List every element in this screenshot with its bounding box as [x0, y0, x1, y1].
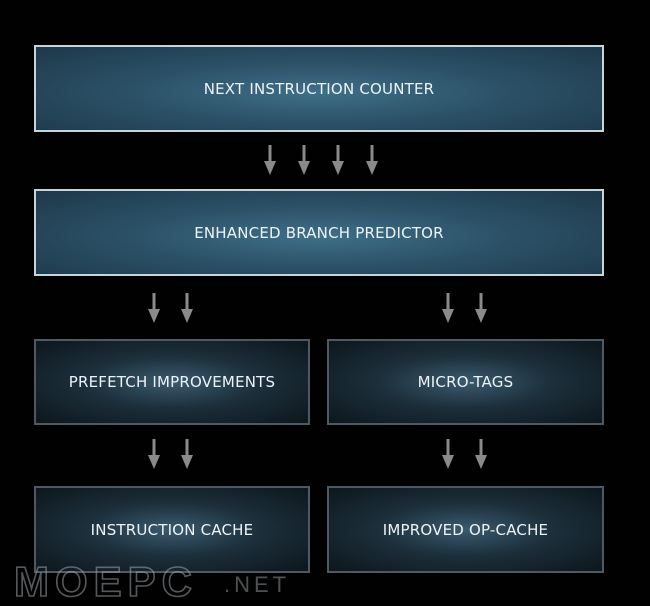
down-arrow-icon: [442, 439, 454, 469]
micro-tags-box: MICRO-TAGS: [327, 339, 604, 425]
down-arrow-icon: [181, 439, 193, 469]
down-arrow-icon: [442, 293, 454, 323]
svg-text:MOEPC: MOEPC: [14, 558, 198, 604]
improved-op-cache-label: IMPROVED OP-CACHE: [382, 520, 549, 539]
svg-text:.NET: .NET: [224, 572, 290, 597]
down-arrow-icon: [332, 145, 344, 175]
down-arrow-icon: [148, 439, 160, 469]
prefetch-improvements-box: PREFETCH IMPROVEMENTS: [34, 339, 310, 425]
down-arrow-icon: [181, 293, 193, 323]
down-arrow-icon: [366, 145, 378, 175]
down-arrow-icon: [475, 293, 487, 323]
enhanced-branch-predictor-label: ENHANCED BRANCH PREDICTOR: [194, 223, 444, 242]
next-instruction-counter-label: NEXT INSTRUCTION COUNTER: [203, 79, 435, 98]
prefetch-improvements-label: PREFETCH IMPROVEMENTS: [68, 373, 276, 391]
next-instruction-counter-box: NEXT INSTRUCTION COUNTER: [34, 45, 604, 132]
instruction-cache-label: INSTRUCTION CACHE: [90, 520, 254, 539]
down-arrow-icon: [148, 293, 160, 323]
down-arrow-icon: [298, 145, 310, 175]
down-arrow-icon: [475, 439, 487, 469]
micro-tags-label: MICRO-TAGS: [417, 373, 514, 391]
moepc-watermark-logo: MOEPC .NET: [13, 557, 290, 604]
enhanced-branch-predictor-box: ENHANCED BRANCH PREDICTOR: [34, 189, 604, 276]
down-arrow-icon: [264, 145, 276, 175]
improved-op-cache-box: IMPROVED OP-CACHE: [327, 486, 604, 573]
instruction-cache-box: INSTRUCTION CACHE: [34, 486, 310, 573]
